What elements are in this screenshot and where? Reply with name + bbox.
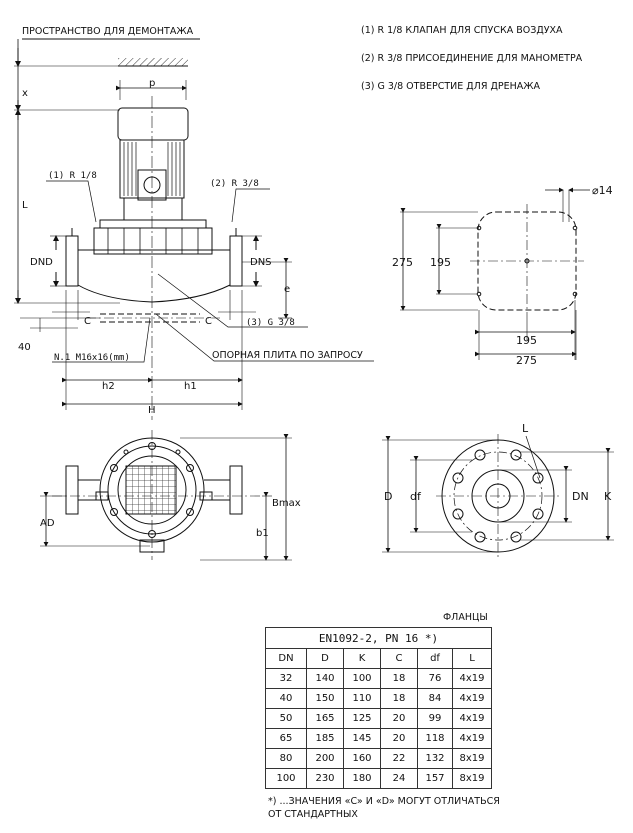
table-cell: 4x19 bbox=[452, 688, 492, 709]
table-cell: 22 bbox=[380, 748, 418, 769]
dim-ad: AD bbox=[40, 518, 55, 529]
dim-p: p bbox=[149, 78, 155, 89]
dim-40: 40 bbox=[18, 342, 31, 353]
table-row: 100 230 180 24 157 8x19 bbox=[265, 768, 492, 789]
label-g38: (3) G 3/8 bbox=[246, 318, 295, 328]
dim-d14: ⌀14 bbox=[592, 184, 613, 197]
table-cell: 150 bbox=[306, 688, 344, 709]
legend-item-2: (2) R 3/8 ПРИСОЕДИНЕНИЕ ДЛЯ МАНОМЕТРА bbox=[361, 53, 583, 64]
table-cell: 18 bbox=[380, 688, 418, 709]
dim-e: e bbox=[284, 284, 290, 295]
table-cell: 20 bbox=[380, 708, 418, 729]
table-row: 80 200 160 22 132 8x19 bbox=[265, 748, 492, 769]
front-view: x p L (1) R 1/8 (2) R 3/8 (3) G 3/8 DND … bbox=[14, 38, 374, 420]
table-cell: 160 bbox=[343, 748, 381, 769]
table-cell: 4x19 bbox=[452, 668, 492, 689]
dim-b1: b1 bbox=[256, 528, 269, 539]
table-cell: 140 bbox=[306, 668, 344, 689]
dim-D: D bbox=[384, 490, 392, 503]
table-cell: 65 bbox=[265, 728, 307, 749]
dim-x: x bbox=[22, 88, 28, 99]
table-cell: 84 bbox=[417, 688, 453, 709]
dim-275-vert: 275 bbox=[392, 256, 413, 269]
col-header: df bbox=[417, 648, 453, 669]
table-cell: 32 bbox=[265, 668, 307, 689]
table-cell: 165 bbox=[306, 708, 344, 729]
dim-K: K bbox=[604, 490, 612, 503]
table-cell: 100 bbox=[343, 668, 381, 689]
dim-DN: DN bbox=[572, 490, 589, 503]
col-header: L bbox=[452, 648, 492, 669]
table-cell: 80 bbox=[265, 748, 307, 769]
dim-c-right: C bbox=[205, 316, 212, 327]
dim-bmax: Bmax bbox=[272, 498, 301, 509]
table-cell: 180 bbox=[343, 768, 381, 789]
table-row: 40 150 110 18 84 4x19 bbox=[265, 688, 492, 709]
table-cell: 132 bbox=[417, 748, 453, 769]
label-r18: (1) R 1/8 bbox=[48, 171, 97, 181]
dim-df: df bbox=[410, 490, 422, 503]
table-cell: 185 bbox=[306, 728, 344, 749]
table-cell: 40 bbox=[265, 688, 307, 709]
table-header-row: DN D K C df L bbox=[265, 648, 492, 669]
table-cell: 200 bbox=[306, 748, 344, 769]
flange-view: D df DN K L bbox=[382, 422, 614, 558]
legend-item-3: (3) G 3/8 ОТВЕРСТИЕ ДЛЯ ДРЕНАЖА bbox=[361, 81, 540, 92]
dim-c-left: C bbox=[84, 316, 91, 327]
dim-195-vert: 195 bbox=[430, 256, 451, 269]
table-cell: 76 bbox=[417, 668, 453, 689]
table-cell: 4x19 bbox=[452, 728, 492, 749]
table-row: 65 185 145 20 118 4x19 bbox=[265, 728, 492, 749]
table-cell: 100 bbox=[265, 768, 307, 789]
dim-195-horiz: 195 bbox=[516, 334, 537, 347]
base-plate-label: ОПОРНАЯ ПЛИТА ПО ЗАПРОСУ bbox=[212, 350, 363, 361]
table-cell: 50 bbox=[265, 708, 307, 729]
dismantling-hatch bbox=[118, 58, 188, 66]
table-cell: 110 bbox=[343, 688, 381, 709]
table-cell: 230 bbox=[306, 768, 344, 789]
dim-dnd: DND bbox=[30, 257, 53, 268]
table-cell: 4x19 bbox=[452, 708, 492, 729]
col-header: C bbox=[380, 648, 418, 669]
table-cell: 157 bbox=[417, 768, 453, 789]
dismantling-space-label: ПРОСТРАНСТВО ДЛЯ ДЕМОНТАЖА bbox=[22, 26, 194, 37]
label-bolt: N.1 M16x16(mm) bbox=[54, 353, 130, 363]
flange-table: EN1092-2, PN 16 *) DN D K C df L 32 140 … bbox=[265, 627, 492, 789]
table-row: 32 140 100 18 76 4x19 bbox=[265, 668, 492, 689]
dim-L: L bbox=[22, 200, 28, 211]
table-cell: 118 bbox=[417, 728, 453, 749]
base-plate-view: ⌀14 275 195 195 275 bbox=[392, 184, 613, 367]
table-cell: 24 bbox=[380, 768, 418, 789]
dim-h2: h2 bbox=[102, 381, 115, 392]
table-footnote: *) ...ЗНАЧЕНИЯ «C» И «D» МОГУТ ОТЛИЧАТЬС… bbox=[268, 796, 500, 820]
legend-item-1: (1) R 1/8 КЛАПАН ДЛЯ СПУСКА ВОЗДУХА bbox=[361, 25, 563, 36]
table-cell: 8x19 bbox=[452, 748, 492, 769]
dim-H: H bbox=[148, 405, 156, 416]
table-cell: 20 bbox=[380, 728, 418, 749]
col-header: DN bbox=[265, 648, 307, 669]
dim-275-horiz: 275 bbox=[516, 354, 537, 367]
table-cell: 125 bbox=[343, 708, 381, 729]
table-cell: 99 bbox=[417, 708, 453, 729]
label-r38: (2) R 3/8 bbox=[210, 179, 259, 189]
col-header: K bbox=[343, 648, 381, 669]
top-view: AD Bmax b1 bbox=[40, 430, 301, 561]
table-cell: 18 bbox=[380, 668, 418, 689]
table-caption: EN1092-2, PN 16 *) bbox=[265, 627, 492, 649]
motor-fan-grid bbox=[125, 465, 177, 515]
dim-h1: h1 bbox=[184, 381, 197, 392]
table-cell: 8x19 bbox=[452, 768, 492, 789]
dim-L-hole: L bbox=[522, 422, 529, 435]
table-cell: 145 bbox=[343, 728, 381, 749]
dim-dns: DNS bbox=[250, 257, 272, 268]
col-header: D bbox=[306, 648, 344, 669]
flange-table-title: ФЛАНЦЫ bbox=[443, 612, 488, 623]
table-row: 50 165 125 20 99 4x19 bbox=[265, 708, 492, 729]
